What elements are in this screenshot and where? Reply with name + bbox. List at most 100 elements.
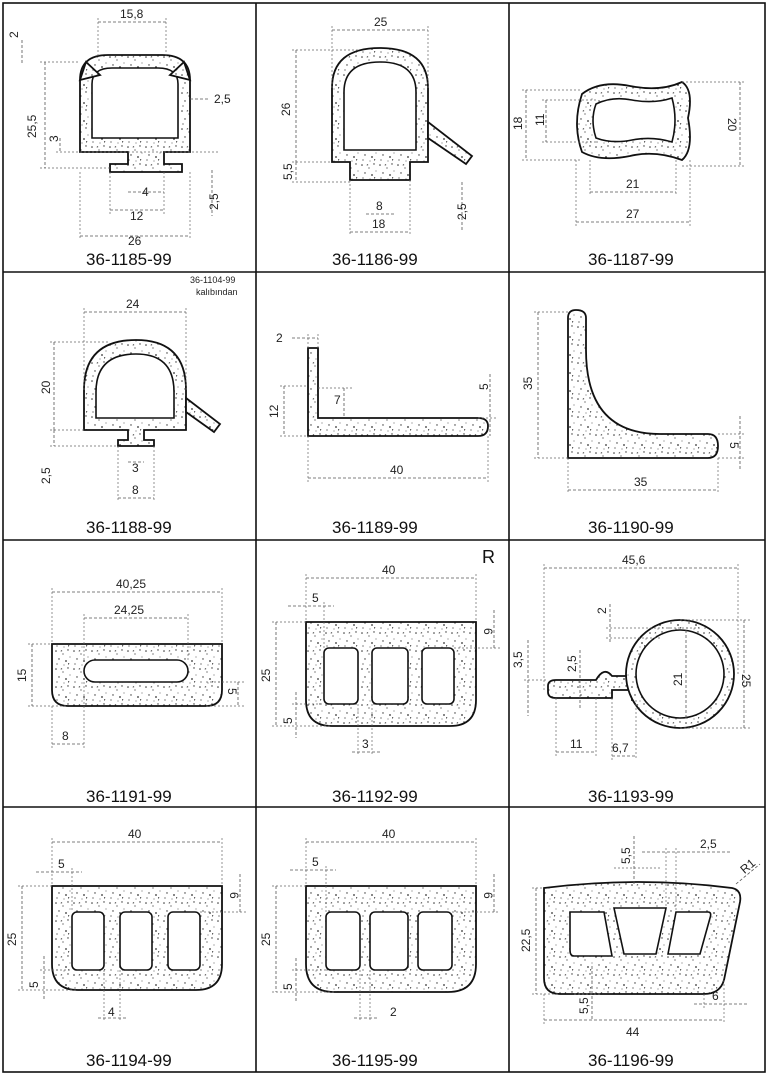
cell-36-1193-99: 45,6 2 3,5 2,5 21 25 11 6,7 36-1193-99 (511, 553, 753, 806)
dim-text: 2 (595, 607, 609, 614)
dim-text: 40,25 (116, 577, 146, 591)
dim-text: 2 (276, 331, 283, 345)
dim-text: 2,5 (455, 203, 469, 220)
dim-text: 5 (225, 688, 239, 695)
dim-text: 3 (47, 135, 61, 142)
cell-36-1192-99: R 40 5 6 25 5 3 36-1192-99 (259, 547, 500, 806)
dim-text: 11 (533, 113, 547, 126)
profile-36-1191-99 (51, 643, 223, 707)
dim-text: 15 (15, 668, 29, 682)
dim-text: 6 (712, 989, 719, 1003)
profile-36-1193-99 (547, 619, 735, 729)
dim-text: 22,5 (519, 928, 533, 952)
revision-mark: R (482, 547, 495, 567)
profile-36-1186-99 (331, 47, 474, 181)
dim-text: R1 (737, 856, 758, 877)
dim-text: 18 (372, 217, 386, 231)
product-code: 36-1190-99 (588, 518, 674, 537)
dim-text: 24,25 (114, 603, 144, 617)
dim-text: 21 (671, 672, 685, 686)
product-code: 36-1192-99 (332, 787, 418, 806)
dim-text: 25 (739, 674, 753, 688)
dim-text: 25 (259, 668, 273, 682)
dim-text: 20 (39, 380, 53, 394)
dim-text: 6,7 (612, 741, 629, 755)
dim-text: 3 (362, 737, 369, 751)
profile-36-1189-99 (307, 347, 489, 437)
profile-36-1196-99 (543, 881, 742, 995)
dim-text: 5 (312, 855, 319, 869)
dim-text: 24 (126, 297, 140, 311)
dim-text: 5,5 (281, 163, 295, 180)
dim-text: 2 (390, 1005, 397, 1019)
product-code: 36-1188-99 (86, 518, 172, 537)
dim-text: 8 (376, 199, 383, 213)
cell-36-1187-99: 18 11 20 21 27 36-1187-99 (511, 80, 744, 269)
product-code: 36-1189-99 (332, 518, 418, 537)
product-code: 36-1196-99 (588, 1051, 674, 1070)
dim-text: 4 (142, 185, 149, 199)
profile-36-1185-99 (78, 54, 192, 173)
dim-text: 45,6 (622, 553, 646, 567)
dim-text: 25,5 (25, 114, 39, 138)
dim-text: 12 (130, 209, 144, 223)
dim-text: 5,5 (577, 997, 591, 1014)
dim-text: 2 (7, 31, 21, 38)
dim-text: 26 (128, 234, 142, 248)
dim-text: 27 (626, 207, 640, 221)
cell-36-1188-99: 36-1104-99 kalıbından 24 20 2,5 3 8 36-1… (39, 275, 238, 537)
cell-36-1191-99: 40,25 24,25 15 5 8 36-1191-99 (15, 577, 244, 806)
cell-36-1186-99: 25 26 5,5 8 18 2,5 36-1186-99 (279, 15, 474, 269)
dim-text: 21 (626, 177, 640, 191)
product-code: 36-1193-99 (588, 787, 674, 806)
cell-36-1195-99: 40 5 6 25 5 2 36-1195-99 (259, 827, 500, 1070)
dim-text: 7 (334, 393, 341, 407)
product-code: 36-1194-99 (86, 1051, 172, 1070)
dim-text: 6 (481, 892, 495, 899)
profile-36-1190-99 (567, 309, 719, 459)
dim-text: 6 (227, 892, 241, 899)
dim-text: 11 (570, 737, 583, 751)
cell-36-1196-99: 5,5 2,5 R1 22,5 5,5 44 6 36-1196-99 (519, 836, 761, 1070)
cell-36-1190-99: 35 5 35 36-1190-99 (521, 309, 746, 537)
cell-36-1185-99: 15,8 2 25,5 3 2,5 4 12 2,5 26 36-1185-99 (7, 7, 231, 269)
profile-36-1195-99 (305, 885, 477, 993)
cell-36-1189-99: 2 12 7 5 40 36-1189-99 (267, 331, 498, 537)
product-code: 36-1187-99 (588, 250, 674, 269)
mold-note: 36-1104-99 (190, 275, 235, 285)
dim-text: 8 (132, 483, 139, 497)
dim-text: 44 (626, 1025, 640, 1039)
dim-text: 35 (634, 475, 648, 489)
profile-36-1188-99 (83, 339, 222, 447)
profile-36-1194-99 (51, 885, 223, 991)
cell-36-1194-99: 40 5 6 25 5 4 36-1194-99 (5, 827, 246, 1070)
dim-text: 5 (281, 717, 295, 724)
profile-36-1187-99 (576, 80, 691, 162)
dim-text: 2,5 (565, 655, 579, 672)
dim-text: 40 (128, 827, 142, 841)
dim-text: 35 (521, 376, 535, 390)
dim-text: 2,5 (39, 467, 53, 484)
dim-text: 2,5 (700, 837, 717, 851)
product-code: 36-1186-99 (332, 250, 418, 269)
dim-text: 26 (279, 102, 293, 116)
dim-text: 25 (259, 932, 273, 946)
product-code: 36-1195-99 (332, 1051, 418, 1070)
dim-text: 5 (27, 981, 41, 988)
dim-text: 5,5 (619, 847, 633, 864)
mold-note: kalıbından (196, 287, 238, 297)
dim-text: 2,5 (207, 193, 221, 210)
dim-text: 3,5 (511, 651, 525, 668)
dim-text: 15,8 (120, 7, 144, 21)
dim-text: 18 (511, 116, 525, 130)
dim-text: 5 (727, 442, 741, 449)
dim-text: 5 (312, 591, 319, 605)
dim-text: 25 (5, 932, 19, 946)
product-code: 36-1191-99 (86, 787, 172, 806)
dim-text: 5 (58, 857, 65, 871)
dim-text: 12 (267, 404, 281, 418)
dim-text: 40 (382, 827, 396, 841)
dim-text: 20 (725, 118, 739, 132)
